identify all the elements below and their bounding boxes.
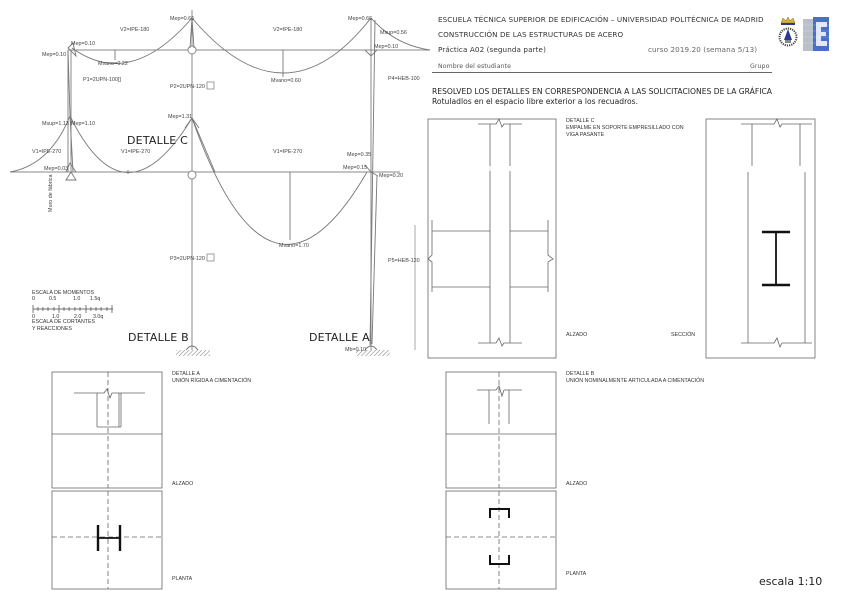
shear-scale-title: ESCALA DE CORTANTES xyxy=(32,319,96,325)
beam-label: V1=IPE-270 xyxy=(273,149,303,155)
column-label: P4=HEB-100 xyxy=(388,76,420,82)
i-section-icon xyxy=(762,230,790,287)
moment-label: Mb=0.10 xyxy=(345,347,367,353)
foundation-a xyxy=(356,345,390,356)
beam-label: V2=IPE-180 xyxy=(273,27,303,33)
moment-label: Mvano=0.22 xyxy=(98,61,128,67)
detail-c-alzado-box xyxy=(427,118,557,359)
wall-label: Muro de fábrica xyxy=(48,174,54,212)
detail-a-title: DETALLE A xyxy=(172,371,200,377)
moment-label: Mep=1.31 xyxy=(168,114,193,120)
column-label: P1=2UPN-100[] xyxy=(83,77,121,83)
h-section-icon xyxy=(96,525,122,551)
detail-c-seccion-label: SECCIÓN xyxy=(671,332,696,338)
hinge-icon xyxy=(187,170,197,180)
moment-label: Mep=0.66 xyxy=(170,16,195,22)
detail-c-marker: DETALLE C xyxy=(127,134,188,147)
university-crest-icon xyxy=(778,16,798,47)
detail-c-desc: VIGA PASANTE xyxy=(566,132,605,138)
moment-label: Mep=0.10 xyxy=(71,41,96,47)
section-box-icon xyxy=(206,81,215,90)
instructions-line1: RESOLVED LOS DETALLES EN CORRESPONDENCIA… xyxy=(432,87,772,96)
practice-title: Práctica A02 (segunda parte) xyxy=(438,45,546,54)
term-label: curso 2019.20 (semana 5/13) xyxy=(648,45,758,54)
detail-a-marker: DETALLE A xyxy=(309,331,370,344)
detail-b-planta-label: PLANTA xyxy=(566,571,587,577)
detail-c-title: DETALLE C xyxy=(566,118,595,124)
moment-label: Mep=0.20 xyxy=(379,173,404,179)
section-box-icon xyxy=(206,253,215,262)
shear-scale-tick: 1.0 xyxy=(52,314,60,320)
moment-scale-tick: 1.5q xyxy=(90,296,101,302)
detail-a-planta-box xyxy=(51,490,163,590)
beam-label: V1=IPE-270 xyxy=(121,149,151,155)
scale-ruler xyxy=(32,305,113,313)
moment-scale-tick: 0.5 xyxy=(49,296,57,302)
moment-diagram xyxy=(9,17,431,346)
edificacion-e-logo xyxy=(803,17,829,51)
hinge-icon xyxy=(187,45,197,55)
moment-label: Mep=0.10 xyxy=(374,44,399,50)
detail-a-desc: UNIÓN RÍGIDA A CIMENTACIÓN xyxy=(172,378,252,384)
detail-c-desc: EMPALME EN SOPORTE EMPRESILLADO CON xyxy=(566,125,684,131)
column-label: P2=2UPN-120 xyxy=(170,84,205,90)
shear-scale-tick: 0 xyxy=(32,314,35,320)
detail-b-desc: UNIÓN NOMINALMENTE ARTICULADA A CIMENTAC… xyxy=(566,378,705,384)
detail-a-alzado-box xyxy=(51,371,163,489)
detail-b-marker: DETALLE B xyxy=(128,331,189,344)
moment-label: Mvano=0.60 xyxy=(271,78,301,84)
group-label: Grupo xyxy=(750,63,770,70)
moment-scale-tick: 0 xyxy=(32,296,35,302)
detail-b-alzado-label: ALZADO xyxy=(566,481,588,487)
moment-label: Mep=0.15 xyxy=(343,165,368,171)
detail-a-alzado-label: ALZADO xyxy=(172,481,194,487)
moment-label: Msup=1.13 xyxy=(42,121,69,127)
detail-a-planta-label: PLANTA xyxy=(172,576,193,582)
detail-b-alzado-box xyxy=(445,371,557,489)
name-field-line xyxy=(432,72,772,73)
moment-label: Mep=0.66 xyxy=(348,16,373,22)
course-title: CONSTRUCCIÓN DE LAS ESTRUCTURAS DE ACERO xyxy=(438,30,624,39)
drawing-scale: escala 1:10 xyxy=(759,575,823,588)
student-name-label: Nombre del estudiante xyxy=(438,63,512,70)
ground-hatch-icon xyxy=(356,350,390,356)
moment-label: Msup=0.56 xyxy=(380,30,407,36)
moment-label: Mep=0.10 xyxy=(42,52,67,58)
ground-hatch-icon xyxy=(176,350,210,356)
school-title: ESCUELA TÉCNICA SUPERIOR DE EDIFICACIÓN … xyxy=(438,15,764,24)
column-label: P5=HEB-120 xyxy=(388,258,420,264)
beam-label: V2=IPE-180 xyxy=(120,27,150,33)
moment-scale-tick: 1.0 xyxy=(73,296,81,302)
moment-label: Mep=1.10 xyxy=(71,121,96,127)
frame-structure xyxy=(10,10,430,350)
moment-scale-title: ESCALA DE MOMENTOS xyxy=(32,290,95,296)
shear-scale-tick: 2.0 xyxy=(74,314,82,320)
moment-label: Mep=0.03 xyxy=(44,166,69,172)
shear-scale-title2: Y REACCIONES xyxy=(32,326,72,332)
column-label: P3=2UPN-120 xyxy=(170,256,205,262)
instructions-line2: Rotuladlos en el espacio libre exterior … xyxy=(432,97,639,106)
detail-c-seccion-box xyxy=(705,118,816,359)
detail-b-title: DETALLE B xyxy=(566,371,595,377)
detail-c-alzado-label: ALZADO xyxy=(566,332,588,338)
shear-scale-tick: 3.0q xyxy=(93,314,104,320)
beam-label: V1=IPE-270 xyxy=(32,149,62,155)
foundation-b xyxy=(176,345,210,356)
detail-b-planta-box xyxy=(445,490,557,590)
moment-label: Mvano=1.70 xyxy=(279,243,309,249)
moment-label: Mep=0.35 xyxy=(347,152,372,158)
channel-sections-icon xyxy=(489,508,510,565)
pin-support-icon xyxy=(65,171,77,181)
